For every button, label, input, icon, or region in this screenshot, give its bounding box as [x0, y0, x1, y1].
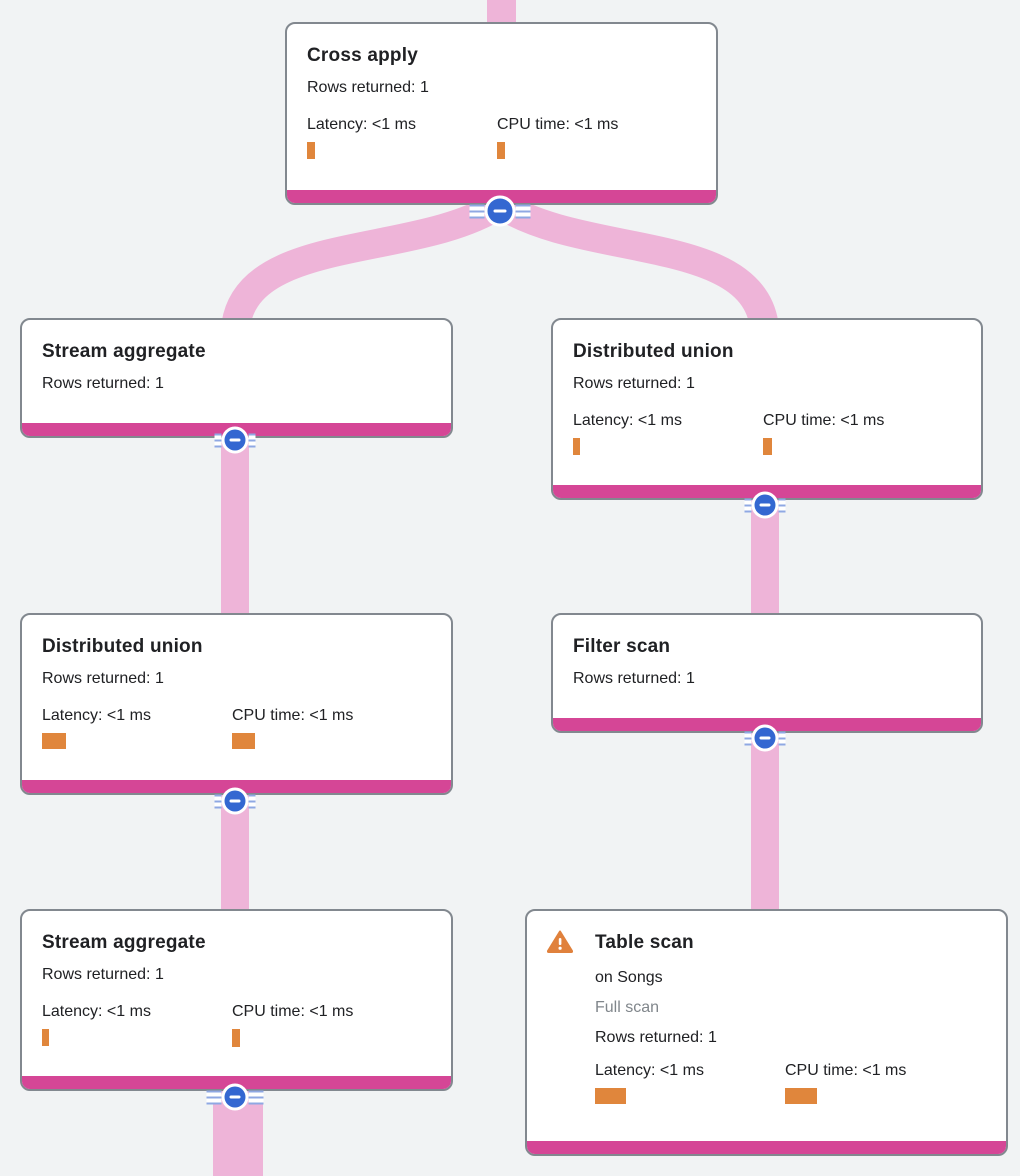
latency-bar — [307, 142, 315, 159]
edge-stripes-icon — [248, 1090, 264, 1104]
latency-bar — [42, 1029, 49, 1046]
rows-returned: Rows returned: 1 — [573, 375, 695, 392]
node-accent-bar — [527, 1141, 1006, 1154]
rows-returned: Rows returned: 1 — [42, 966, 164, 983]
collapse-button-distributed-union-right[interactable] — [744, 494, 786, 516]
node-title: Cross apply — [307, 45, 418, 66]
node-distributed-union-left[interactable]: Distributed union Rows returned: 1 Laten… — [20, 613, 453, 795]
latency-label: Latency: <1 ms — [42, 707, 151, 724]
edge-stream-aggregate-to-distributed-union — [221, 432, 249, 618]
edge-stripes-icon — [469, 204, 485, 218]
node-title: Stream aggregate — [42, 932, 206, 953]
cpu-time-bar — [232, 733, 255, 749]
node-accent-bar — [553, 485, 981, 498]
latency-label: Latency: <1 ms — [42, 1003, 151, 1020]
warning-triangle-icon — [546, 930, 574, 958]
node-title: Stream aggregate — [42, 341, 206, 362]
edge-distributed-union-to-stream-aggregate — [221, 793, 249, 913]
edge-distributed-union-to-filter-scan — [751, 497, 779, 617]
edge-stripes-icon — [248, 433, 256, 447]
node-distributed-union-right[interactable]: Distributed union Rows returned: 1 Laten… — [551, 318, 983, 500]
minus-icon — [224, 429, 246, 451]
rows-returned: Rows returned: 1 — [573, 670, 695, 687]
cpu-time-label: CPU time: <1 ms — [497, 116, 619, 133]
edge-root-to-cross-apply — [487, 0, 516, 26]
edge-stripes-icon — [778, 498, 786, 512]
edge-cross-apply-to-distributed-union — [492, 191, 779, 328]
node-title: Table scan — [595, 932, 694, 953]
minus-icon — [224, 1086, 246, 1108]
minus-icon — [487, 198, 513, 224]
latency-bar — [595, 1088, 626, 1104]
latency-label: Latency: <1 ms — [595, 1062, 704, 1079]
node-cross-apply[interactable]: Cross apply Rows returned: 1 Latency: <1… — [285, 22, 718, 205]
cpu-time-label: CPU time: <1 ms — [232, 707, 354, 724]
rows-returned: Rows returned: 1 — [595, 1029, 717, 1046]
latency-bar — [42, 733, 66, 749]
cpu-time-bar — [785, 1088, 817, 1104]
collapse-button-stream-aggregate-left[interactable] — [214, 429, 256, 451]
node-stream-aggregate-bottom[interactable]: Stream aggregate Rows returned: 1 Latenc… — [20, 909, 453, 1091]
node-title: Filter scan — [573, 636, 671, 657]
node-accent-bar — [22, 1076, 451, 1089]
edge-cross-apply-to-stream-aggregate — [221, 191, 508, 328]
node-table-scan[interactable]: Table scan on Songs Full scan Rows retur… — [525, 909, 1008, 1156]
node-stream-aggregate-left[interactable]: Stream aggregate Rows returned: 1 — [20, 318, 453, 438]
node-filter-scan[interactable]: Filter scan Rows returned: 1 — [551, 613, 983, 733]
cpu-time-bar — [497, 142, 505, 159]
collapse-button-filter-scan[interactable] — [744, 727, 786, 749]
edge-stripes-icon — [214, 433, 222, 447]
edge-stripes-icon — [214, 794, 222, 808]
latency-label: Latency: <1 ms — [307, 116, 416, 133]
node-accent-bar — [287, 190, 716, 203]
cpu-time-label: CPU time: <1 ms — [785, 1062, 907, 1079]
cpu-time-bar — [763, 438, 772, 455]
scan-method: Full scan — [595, 999, 660, 1016]
node-accent-bar — [22, 780, 451, 793]
collapse-button-distributed-union-left[interactable] — [214, 790, 256, 812]
node-title: Distributed union — [573, 341, 734, 362]
latency-bar — [573, 438, 580, 455]
rows-returned: Rows returned: 1 — [307, 79, 429, 96]
edge-stripes-icon — [515, 204, 531, 218]
collapse-button-stream-aggregate-bottom[interactable] — [206, 1086, 264, 1108]
cpu-time-label: CPU time: <1 ms — [232, 1003, 354, 1020]
edge-stripes-icon — [248, 794, 256, 808]
rows-returned: Rows returned: 1 — [42, 670, 164, 687]
minus-icon — [754, 494, 776, 516]
edge-stripes-icon — [206, 1090, 222, 1104]
rows-returned: Rows returned: 1 — [42, 375, 164, 392]
node-accent-bar — [553, 718, 981, 731]
edge-stripes-icon — [778, 731, 786, 745]
collapse-button-cross-apply[interactable] — [469, 198, 531, 224]
node-title: Distributed union — [42, 636, 203, 657]
cpu-time-label: CPU time: <1 ms — [763, 412, 885, 429]
minus-icon — [224, 790, 246, 812]
edge-filter-scan-to-table-scan — [751, 730, 779, 913]
scan-target: on Songs — [595, 969, 663, 986]
minus-icon — [754, 727, 776, 749]
edge-stripes-icon — [744, 498, 752, 512]
edge-stripes-icon — [744, 731, 752, 745]
cpu-time-bar — [232, 1029, 240, 1047]
latency-label: Latency: <1 ms — [573, 412, 682, 429]
